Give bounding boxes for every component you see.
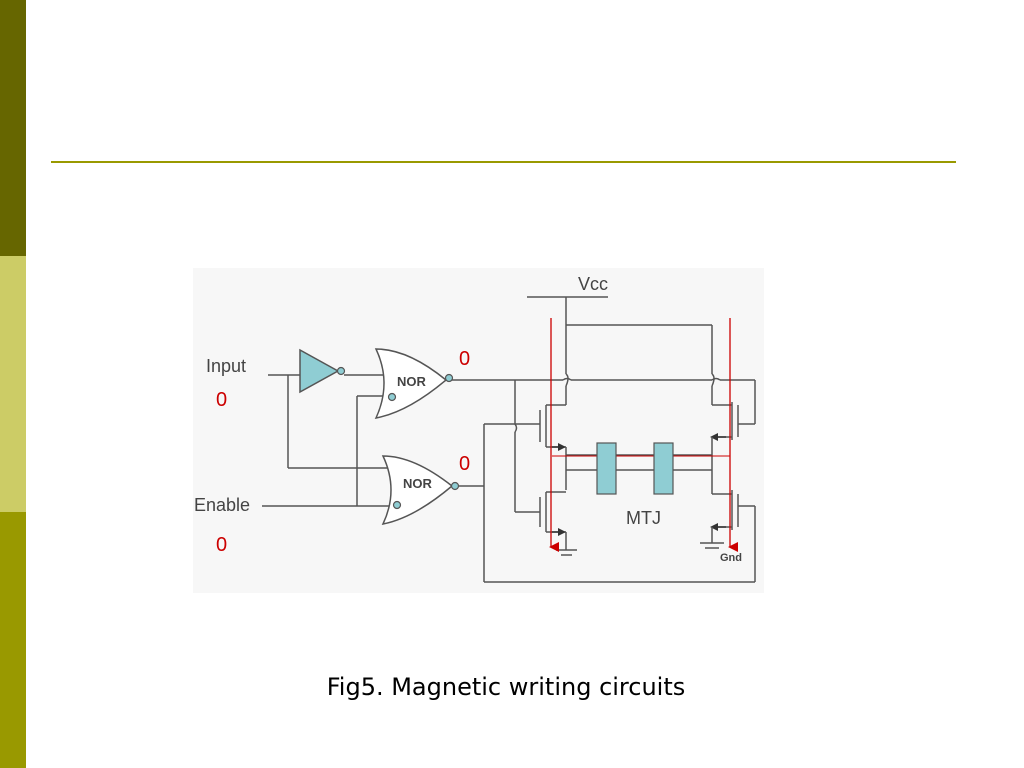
nor-gate-top xyxy=(374,348,454,420)
figure-caption: Fig5. Magnetic writing circuits xyxy=(326,673,686,701)
input-value: 0 xyxy=(216,389,227,411)
title-rule xyxy=(51,161,956,163)
nor-bottom-output-wire xyxy=(459,423,756,583)
mtj-label: MTJ xyxy=(626,508,661,528)
mtj-element-left xyxy=(596,442,617,495)
gnd-label: Gnd xyxy=(720,552,742,564)
sidebar-light-block xyxy=(0,256,26,512)
sidebar-mid-block xyxy=(0,512,26,768)
right-transistors xyxy=(700,402,739,549)
sidebar-dark-block xyxy=(0,0,26,256)
current-arrows xyxy=(549,318,738,552)
nor-top-output-wire xyxy=(452,377,756,513)
input-wires xyxy=(262,374,397,507)
nor-bottom-label: NOR xyxy=(403,476,433,491)
left-transistors xyxy=(539,404,577,556)
mtj-element-right xyxy=(653,442,674,495)
vcc-rail xyxy=(527,296,715,405)
enable-label: Enable xyxy=(194,495,250,515)
nor-bottom-value: 0 xyxy=(459,453,470,475)
inverter-gate xyxy=(299,348,346,394)
input-label: Input xyxy=(206,356,246,376)
nor-top-label: NOR xyxy=(397,374,427,389)
vcc-label: Vcc xyxy=(578,274,608,294)
enable-value: 0 xyxy=(216,534,227,556)
nor-top-value: 0 xyxy=(459,348,470,370)
nor-gate-bottom xyxy=(381,455,460,526)
mtj-bus xyxy=(552,442,730,495)
